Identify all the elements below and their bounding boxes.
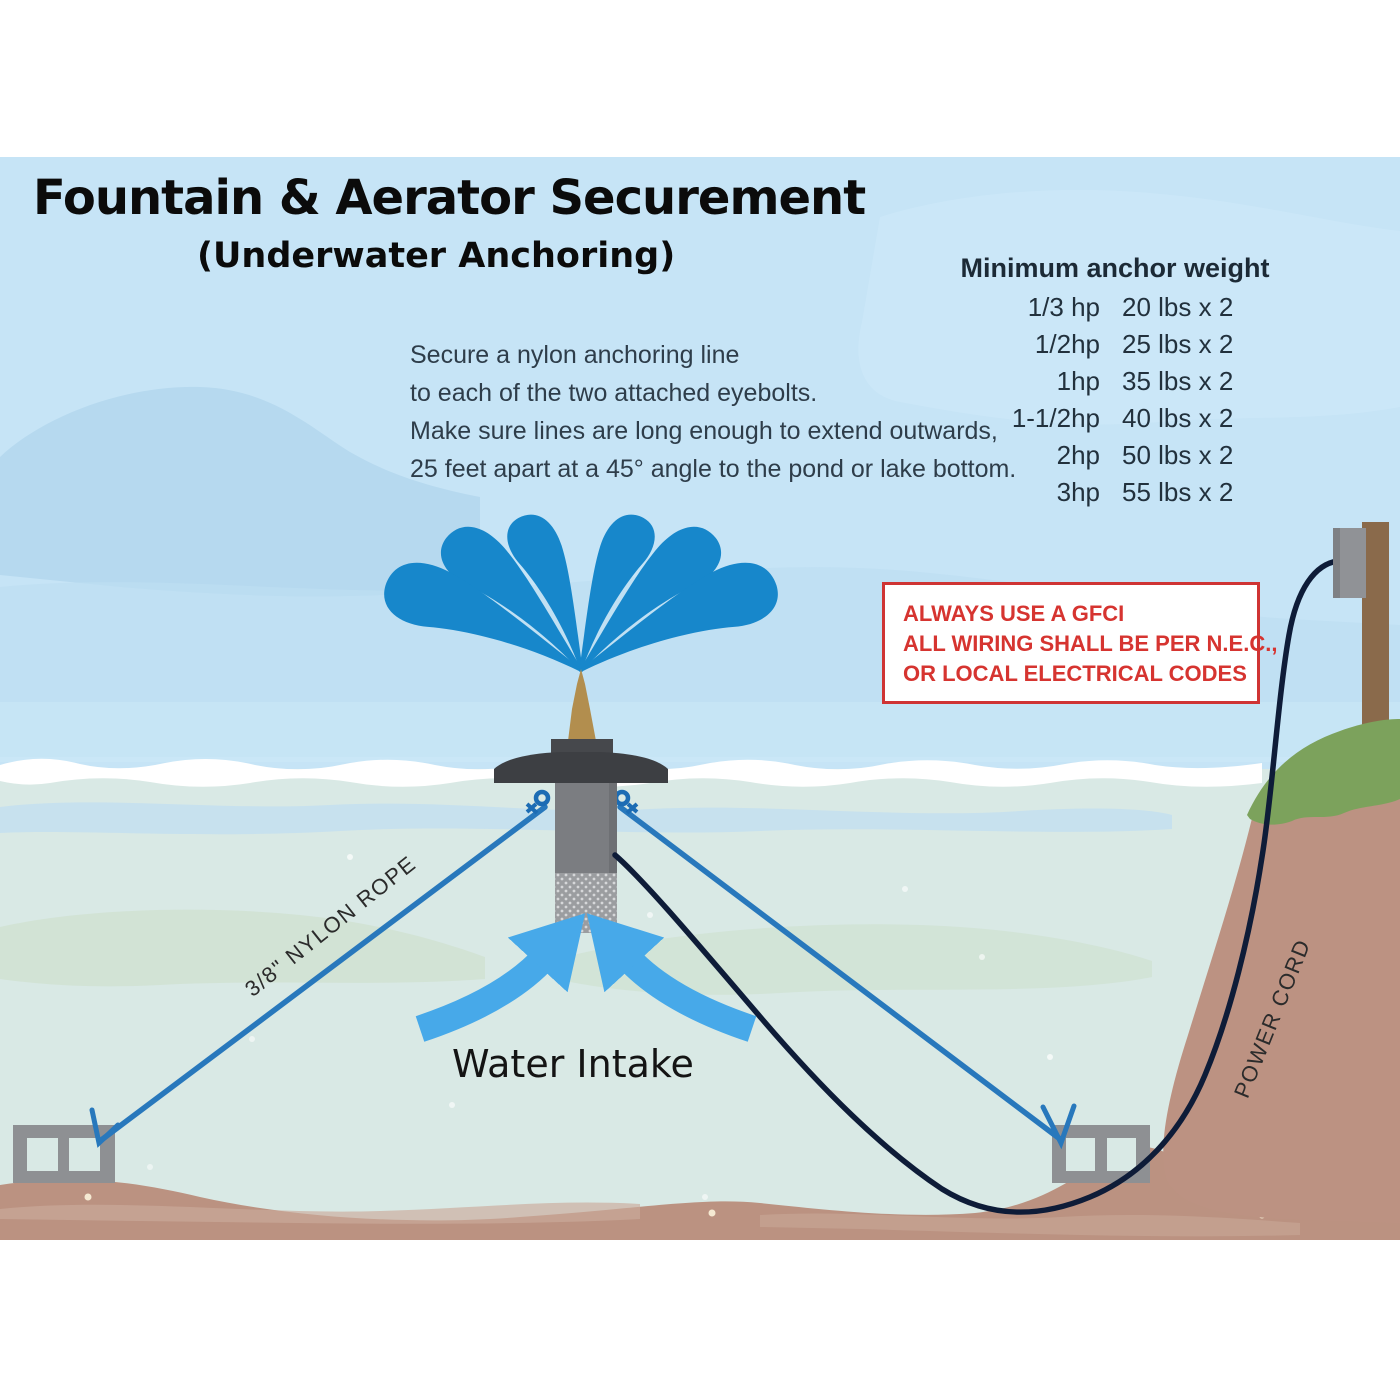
hp-cell: 3hp bbox=[1056, 477, 1100, 507]
water-intake-arrows bbox=[415, 913, 757, 1042]
warning-line-3: OR LOCAL ELECTRICAL CODES bbox=[903, 661, 1247, 686]
gfci-warning-box: ALWAYS USE A GFCI ALL WIRING SHALL BE PE… bbox=[882, 582, 1278, 704]
nylon-rope-left bbox=[89, 804, 548, 1148]
page-subtitle: (Underwater Anchoring) bbox=[197, 236, 676, 276]
nylon-rope-right bbox=[617, 804, 1077, 1150]
intake-arrow-right bbox=[586, 913, 757, 1042]
weight-cell: 55 lbs x 2 bbox=[1122, 477, 1234, 507]
anchor-table-header: Minimum anchor weight bbox=[960, 253, 1270, 283]
weight-cell: 40 lbs x 2 bbox=[1122, 403, 1234, 433]
right-bank bbox=[1163, 737, 1400, 1223]
utility-pole bbox=[1362, 522, 1389, 737]
weight-cell: 20 lbs x 2 bbox=[1122, 292, 1234, 322]
weight-cell: 35 lbs x 2 bbox=[1122, 366, 1234, 396]
table-row: 1hp 35 lbs x 2 bbox=[950, 363, 1280, 400]
grass-mound bbox=[1247, 719, 1400, 825]
electrical-box bbox=[1333, 528, 1366, 598]
table-row: 3hp 55 lbs x 2 bbox=[950, 474, 1280, 511]
anchor-block-left bbox=[13, 1125, 115, 1183]
table-row: 1/3 hp 20 lbs x 2 bbox=[950, 289, 1280, 326]
anchor-weight-table: Minimum anchor weight 1/3 hp 20 lbs x 2 … bbox=[950, 253, 1280, 511]
warning-line-1: ALWAYS USE A GFCI bbox=[903, 601, 1125, 626]
instructions-line-3: Make sure lines are long enough to exten… bbox=[410, 417, 998, 445]
pond-bottom bbox=[0, 1146, 1400, 1240]
water-intake-label: Water Intake bbox=[452, 1042, 694, 1086]
page-title: Fountain & Aerator Securement bbox=[33, 170, 866, 226]
hp-cell: 1/2hp bbox=[1034, 329, 1100, 359]
fountain-float bbox=[494, 739, 668, 783]
eyebolt-left bbox=[525, 789, 551, 815]
weight-cell: 25 lbs x 2 bbox=[1122, 329, 1234, 359]
hp-cell: 1-1/2hp bbox=[1011, 403, 1100, 433]
power-cord bbox=[612, 558, 1341, 1215]
hp-cell: 1hp bbox=[1056, 366, 1100, 396]
fountain-nozzle bbox=[568, 669, 596, 741]
fountain-motor bbox=[555, 783, 617, 933]
hp-cell: 2hp bbox=[1056, 440, 1100, 470]
instructions-line-2: to each of the two attached eyebolts. bbox=[410, 379, 818, 407]
warning-line-2: ALL WIRING SHALL BE PER N.E.C., bbox=[903, 631, 1278, 656]
table-row: 1/2hp 25 lbs x 2 bbox=[950, 326, 1280, 363]
weight-cell: 50 lbs x 2 bbox=[1122, 440, 1234, 470]
water-intake-screen bbox=[555, 873, 617, 933]
table-row: 2hp 50 lbs x 2 bbox=[950, 437, 1280, 474]
instructions-line-1: Secure a nylon anchoring line bbox=[410, 341, 740, 369]
table-row: 1-1/2hp 40 lbs x 2 bbox=[950, 400, 1280, 437]
instructions-text: Secure a nylon anchoring line to each of… bbox=[410, 336, 1016, 488]
hp-cell: 1/3 hp bbox=[1027, 292, 1100, 322]
intake-arrow-left bbox=[415, 913, 586, 1042]
instructions-line-4: 25 feet apart at a 45° angle to the pond… bbox=[410, 455, 1017, 483]
